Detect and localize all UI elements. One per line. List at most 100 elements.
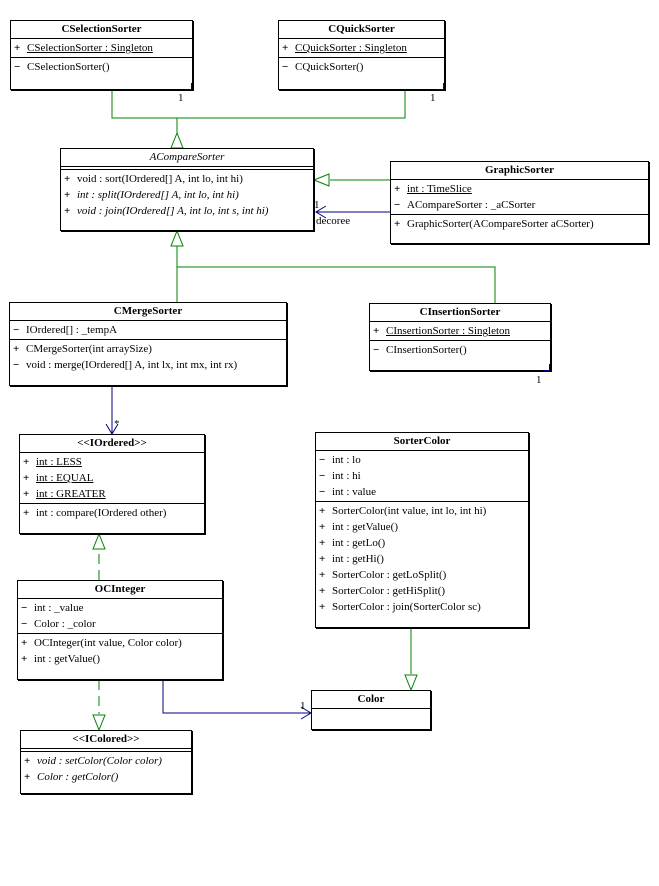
class-name: CMergeSorter — [10, 303, 286, 321]
multiplicity-decoree: 1 — [314, 199, 320, 211]
class-cselectionsorter[interactable]: CSelectionSorter + CSelectionSorter : Sing… — [10, 20, 193, 90]
class-sortercolor[interactable]: SorterColor−int : lo−int : hi−int : valu… — [315, 432, 529, 628]
operation-text: int : getHi() — [332, 553, 384, 565]
public-visibility-icon: + — [24, 755, 31, 767]
attribute-row: −int : hi — [316, 468, 528, 484]
operation-text: void : join(IOrdered[] A, int lo, int s,… — [77, 205, 269, 217]
operation-row: + OCInteger(int value, Color color) — [18, 635, 222, 651]
attribute-text: int : _value — [34, 602, 84, 614]
private-visibility-icon: − — [319, 470, 326, 482]
public-visibility-icon: + — [14, 42, 21, 54]
operation-compartment: + int : compare(IOrdered other) — [20, 504, 204, 522]
attribute-text: int : EQUAL — [36, 472, 94, 484]
attribute-row: +CInsertionSorter : Singleton — [370, 323, 550, 339]
operation-text: int : compare(IOrdered other) — [36, 507, 167, 519]
class-cmergesorter[interactable]: CMergeSorter−IOrdered[] : _tempA + CMergeS… — [9, 302, 287, 386]
attribute-text: int : LESS — [36, 456, 82, 468]
realization-arrowhead-iordered — [92, 532, 106, 550]
attribute-compartment: +int : LESS+int : EQUAL+int : GREATER — [20, 453, 204, 504]
attribute-compartment: +CQuickSorter : Singleton — [279, 39, 444, 58]
class-name: CInsertionSorter — [370, 304, 550, 322]
operation-text: CMergeSorter(int arraySize) — [26, 343, 152, 355]
public-visibility-icon: + — [319, 537, 326, 549]
operation-text: OCInteger(int value, Color color) — [34, 637, 182, 649]
operation-text: int : getValue() — [332, 521, 398, 533]
attribute-row: −IOrdered[] : _tempA — [10, 322, 286, 338]
operation-compartment: −CSelectionSorter() — [11, 58, 192, 76]
class-color[interactable]: Color — [311, 690, 431, 730]
attribute-text: Color : _color — [34, 618, 96, 630]
operation-row: +void : sort(IOrdered[] A, int lo, int h… — [61, 171, 313, 187]
attribute-row: +int : TimeSlice — [391, 181, 648, 197]
operation-row: + CMergeSorter(int arraySize) — [10, 341, 286, 357]
attribute-compartment: −int : lo−int : hi−int : value — [316, 451, 528, 502]
operation-text: CQuickSorter() — [295, 61, 364, 73]
class-acomparesorter[interactable]: ACompareSorter+void : sort(IOrdered[] A,… — [60, 148, 314, 231]
operation-row: +GraphicSorter(ACompareSorter aCSorter) — [391, 216, 648, 232]
operation-text: CSelectionSorter() — [27, 61, 110, 73]
operation-text: int : split(IOrdered[] A, int lo, int hi… — [77, 189, 239, 201]
operation-text: void : sort(IOrdered[] A, int lo, int hi… — [77, 173, 243, 185]
operation-text: int : getLo() — [332, 537, 386, 549]
multiplicity-corner-cquick — [437, 83, 444, 90]
generalization-cselection-to-acompare — [111, 90, 177, 119]
private-visibility-icon: − — [13, 324, 20, 336]
attribute-compartment: + CSelectionSorter : Singleton — [11, 39, 192, 58]
attribute-row: +CQuickSorter : Singleton — [279, 40, 444, 56]
public-visibility-icon: + — [23, 456, 30, 468]
class-graphicsorter[interactable]: GraphicSorter+int : TimeSlice−ACompareSo… — [390, 161, 649, 244]
private-visibility-icon: − — [21, 618, 28, 630]
attribute-row: −int : lo — [316, 452, 528, 468]
class-cquicksorter[interactable]: CQuickSorter+CQuickSorter : Singleton−CQ… — [278, 20, 445, 90]
operation-compartment: + OCInteger(int value, Color color)+ int :… — [18, 634, 222, 668]
association-ocinteger-to-color — [162, 680, 311, 714]
class-name: CSelectionSorter — [11, 21, 192, 39]
public-visibility-icon: + — [373, 325, 380, 337]
public-visibility-icon: + — [319, 601, 326, 613]
operation-text: SorterColor : join(SorterColor sc) — [332, 601, 481, 613]
attribute-row: + int : EQUAL — [20, 470, 204, 486]
private-visibility-icon: − — [14, 61, 21, 73]
interface-iordered[interactable]: <<IOrdered>> + int : LESS + int : EQUAL + int … — [19, 434, 205, 534]
class-name: GraphicSorter — [391, 162, 648, 180]
operation-text: CInsertionSorter() — [386, 344, 467, 356]
multiplicity-cquick: 1 — [430, 92, 436, 104]
multiplicity-corner-cinsertion — [543, 364, 550, 371]
class-cinsertionsorter[interactable]: CInsertionSorter+CInsertionSorter : Sing… — [369, 303, 551, 371]
public-visibility-icon: + — [13, 343, 20, 355]
multiplicity-color: 1 — [300, 700, 306, 712]
public-visibility-icon: + — [23, 472, 30, 484]
attribute-compartment — [312, 709, 430, 711]
public-visibility-icon: + — [319, 585, 326, 597]
operation-text: int : getValue() — [34, 653, 100, 665]
operation-row: +SorterColor : getLoSplit() — [316, 567, 528, 583]
public-visibility-icon: + — [282, 42, 289, 54]
class-name: SorterColor — [316, 433, 528, 451]
operation-row: +SorterColor(int value, int lo, int hi) — [316, 503, 528, 519]
public-visibility-icon: + — [23, 507, 30, 519]
public-visibility-icon: + — [319, 505, 326, 517]
operation-compartment: +SorterColor(int value, int lo, int hi)+… — [316, 502, 528, 616]
association-decoree-arrowhead — [315, 205, 327, 219]
attribute-row: −Color : _color — [18, 616, 222, 632]
operation-text: void : setColor(Color color) — [37, 755, 162, 767]
attribute-text: CSelectionSorter : Singleton — [27, 42, 153, 54]
generalization-arrowhead-color — [404, 674, 418, 692]
generalization-arrowhead-acompare-top — [170, 131, 184, 149]
interface-icolored[interactable]: <<IColored>>+void : setColor(Color color… — [20, 730, 192, 794]
generalization-arrowhead-acompare-right — [312, 173, 330, 187]
attribute-row: + int : LESS — [20, 454, 204, 470]
operation-text: void : merge(IOrdered[] A, int lx, int m… — [26, 359, 238, 371]
multiplicity-corner-cselection — [185, 83, 192, 90]
public-visibility-icon: + — [21, 637, 28, 649]
class-ocinteger[interactable]: OCInteger−int : _value−Color : _color+OC… — [17, 580, 223, 680]
operation-text: GraphicSorter(ACompareSorter aCSorter) — [407, 218, 594, 230]
class-name: <<IOrdered>> — [20, 435, 204, 453]
operation-compartment: −CQuickSorter() — [279, 58, 444, 76]
attribute-compartment: +int : TimeSlice−ACompareSorter : _aCSor… — [391, 180, 648, 215]
private-visibility-icon: − — [319, 486, 326, 498]
operation-compartment: +GraphicSorter(ACompareSorter aCSorter) — [391, 215, 648, 233]
operation-compartment: −CInsertionSorter() — [370, 341, 550, 359]
operation-row: −void : merge(IOrdered[] A, int lx, int … — [10, 357, 286, 373]
